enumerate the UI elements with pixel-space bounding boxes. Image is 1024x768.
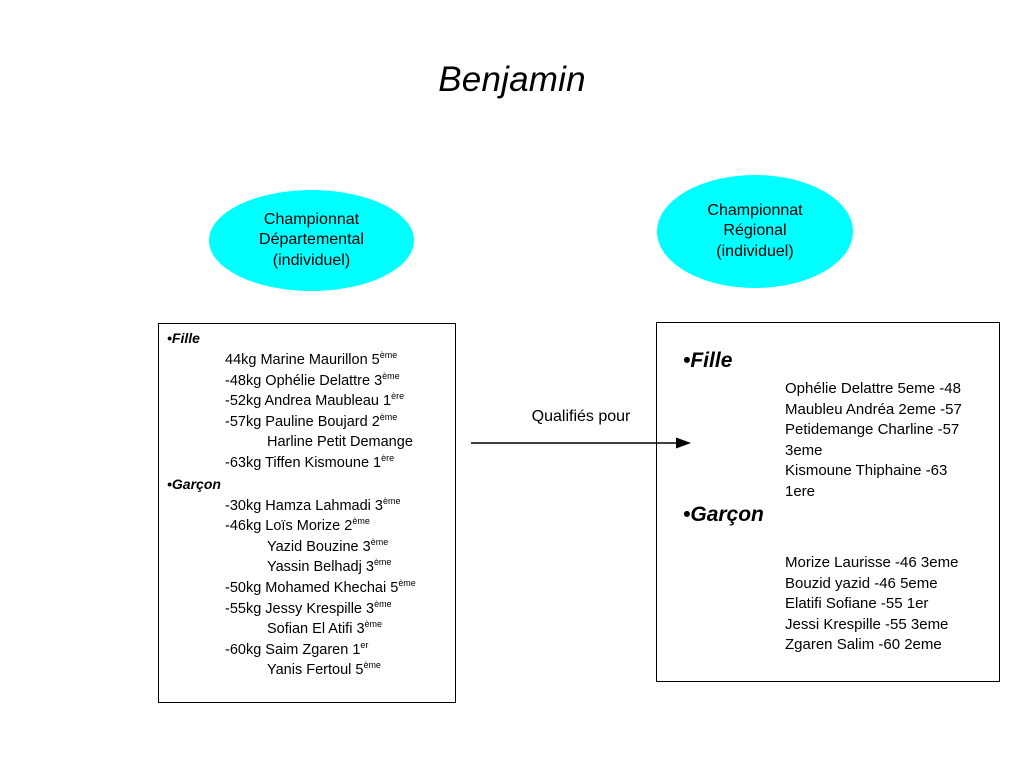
list-item: Morize Laurisse -46 3eme	[785, 554, 959, 571]
bullet-icon: •	[167, 475, 172, 492]
section-heading-fille: •Fille	[683, 349, 732, 373]
ordinal-suffix: ère	[381, 453, 395, 464]
list-item-text: -46kg Loïs Morize 2	[225, 518, 353, 535]
ordinal-suffix: ème	[352, 516, 370, 527]
list-item: 1ere	[785, 482, 816, 500]
list-item: Harline Petit Demange	[167, 432, 451, 453]
qualification-arrow-icon	[471, 437, 691, 449]
section-heading-text: Fille	[690, 349, 733, 372]
list-item-text: -50kg Mohamed Khechai 5	[225, 579, 399, 596]
list-item-text: Yazid Bouzine 3	[267, 538, 371, 555]
list-item: -52kg Andrea Maubleau 1ère	[167, 391, 451, 412]
list-item: Petidemange Charline -57	[785, 421, 960, 438]
node-championnat-regional[interactable]: Championnat Régional (individuel)	[657, 175, 853, 288]
list-item: Yassin Belhadj 3ème	[167, 557, 451, 578]
section-heading-text: Garçon	[171, 475, 221, 492]
ordinal-suffix: ème	[374, 598, 392, 609]
node-championnat-departemental[interactable]: Championnat Départemental (individuel)	[209, 190, 414, 291]
list-item: Sofian El Atifi 3ème	[167, 619, 451, 640]
list-item: Zgaren Salim -60 2eme	[785, 636, 942, 653]
list-item: Maubleu Andréa 2eme -57	[785, 400, 962, 418]
ordinal-suffix: ème	[370, 536, 389, 547]
ellipse-line-1: Championnat	[707, 201, 803, 219]
list-item: -60kg Saim Zgaren 1er	[167, 640, 451, 661]
ellipse-line-3: (individuel)	[716, 242, 794, 260]
bullet-icon: •	[683, 503, 691, 526]
section-heading-garcon: •Garçon	[683, 503, 764, 527]
ordinal-suffix: ème	[363, 660, 381, 671]
list-item-text: -57kg Pauline Boujard 2	[225, 413, 380, 430]
ordinal-suffix: ème	[364, 619, 383, 630]
ellipse-line-2: Départemental	[259, 231, 364, 249]
list-item-text: -60kg Saim Zgaren 1	[225, 641, 361, 658]
list-item-text: -55kg Jessy Krespille 3	[225, 600, 375, 617]
section-heading-fille: •Fille	[167, 330, 451, 346]
list-item: -57kg Pauline Boujard 2ème	[167, 412, 451, 433]
list-item: Yazid Bouzine 3ème	[167, 537, 451, 558]
list-item-text: Yanis Fertoul 5	[267, 662, 364, 679]
ellipse-line-2: Régional	[723, 222, 787, 240]
list-item: -46kg Loïs Morize 2ème	[167, 516, 451, 537]
ellipse-line-3: (individuel)	[272, 251, 351, 269]
section-heading-garcon: •Garçon	[167, 476, 451, 492]
list-item: -55kg Jessy Krespille 3ème	[167, 599, 451, 620]
arrow-label: Qualifiés pour	[531, 408, 631, 425]
list-item: -63kg Tiffen Kismoune 1ère	[167, 453, 451, 474]
bullet-icon: •	[167, 330, 172, 346]
list-item: Yanis Fertoul 5ème	[167, 660, 451, 681]
list-item-text: 44kg Marine Maurillon 5	[225, 352, 380, 368]
list-item: -48kg Ophélie Delattre 3ème	[167, 371, 451, 392]
list-item: Elatifi Sofiane -55 1er	[785, 595, 929, 612]
list-item-text: -30kg Hamza Lahmadi 3	[225, 497, 383, 514]
section-heading-text: Fille	[171, 330, 200, 346]
list-item: Ophélie Delattre 5eme -48	[785, 380, 961, 397]
ordinal-suffix: ème	[382, 495, 401, 506]
section-heading-text: Garçon	[690, 503, 764, 526]
list-item-text: Yassin Belhadj 3	[267, 559, 374, 576]
list-item: 3eme	[785, 441, 823, 459]
ordinal-suffix: ème	[398, 578, 416, 589]
page-title: Benjamin	[438, 60, 586, 99]
ordinal-suffix: ème	[373, 557, 392, 568]
ellipse-line-1: Championnat	[263, 210, 360, 228]
list-item-text: -63kg Tiffen Kismoune 1	[225, 454, 382, 471]
ordinal-suffix: ème	[382, 370, 400, 381]
list-item: -30kg Hamza Lahmadi 3ème	[167, 496, 451, 517]
list-item: Jessi Krespille -55 3eme	[785, 615, 949, 633]
list-item: Kismoune Thiphaine -63	[785, 462, 948, 479]
ordinal-suffix: er	[360, 639, 369, 650]
list-item-text: Sofian El Atifi 3	[267, 621, 365, 638]
list-item-text: Harline Petit Demange	[267, 434, 413, 451]
list-item: -50kg Mohamed Khechai 5ème	[167, 578, 451, 599]
ordinal-suffix: ère	[391, 391, 405, 402]
bullet-icon: •	[683, 349, 691, 372]
list-item: Bouzid yazid -46 5eme	[785, 574, 938, 592]
ordinal-suffix: ème	[379, 350, 398, 361]
ellipse-label-regional: Championnat Régional (individuel)	[707, 201, 802, 262]
ordinal-suffix: ème	[379, 411, 398, 422]
list-item-text: -48kg Ophélie Delattre 3	[225, 372, 383, 389]
ellipse-label-departemental: Championnat Départemental (individuel)	[259, 210, 364, 271]
list-item: 44kg Marine Maurillon 5ème	[167, 350, 451, 371]
list-item-text: -52kg Andrea Maubleau 1	[225, 393, 392, 410]
